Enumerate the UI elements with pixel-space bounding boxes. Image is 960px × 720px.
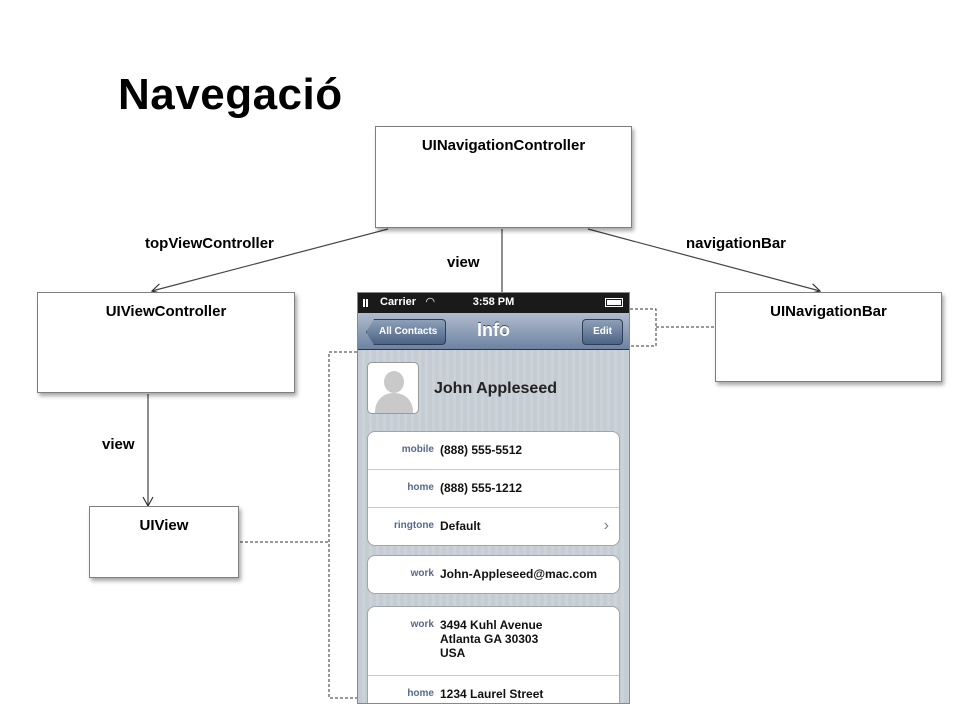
chevron-right-icon: › <box>603 517 609 534</box>
status-bar: Carrier ◠ 3:58 PM <box>358 293 629 313</box>
phone-group: work John-Appleseed@mac.com <box>367 555 620 594</box>
field-value: 1234 Laurel Street <box>440 687 544 701</box>
back-button[interactable]: All Contacts <box>366 319 447 345</box>
avatar-body <box>375 393 413 413</box>
edge-label-top-view-controller: topViewController <box>145 235 274 252</box>
dashed-bracket-navbar <box>630 308 657 347</box>
field-label: home <box>407 688 434 699</box>
list-item[interactable]: home 1234 Laurel Street <box>368 676 619 703</box>
field-value: (888) 555-5512 <box>440 443 523 457</box>
dashed-bracket-view <box>328 351 357 699</box>
edge-label-navigation-bar: navigationBar <box>686 235 787 252</box>
avatar <box>367 362 419 414</box>
phone-navigation-bar: All Contacts Info Edit <box>358 313 629 350</box>
carrier-label: Carrier <box>380 296 417 308</box>
node-uiviewcontroller: UIViewController <box>37 292 295 393</box>
field-label: work <box>410 568 434 579</box>
contact-name: John Appleseed <box>434 380 557 397</box>
edge-label-view-left: view <box>102 436 135 453</box>
signal-icon <box>363 299 377 307</box>
page-title: Navegació <box>118 70 343 119</box>
node-uiview: UIView <box>89 506 239 578</box>
list-item[interactable]: work 3494 Kuhl Avenue Atlanta GA 30303 U… <box>368 607 619 676</box>
field-label: ringtone <box>394 520 434 531</box>
field-value: (888) 555-1212 <box>440 481 523 495</box>
battery-icon <box>605 298 623 307</box>
field-value: John-Appleseed@mac.com <box>440 567 598 581</box>
field-label: work <box>410 619 434 630</box>
field-value: 3494 Kuhl Avenue Atlanta GA 30303 USA <box>440 618 543 660</box>
wifi-icon: ◠ <box>426 296 435 308</box>
phone-group: work 3494 Kuhl Avenue Atlanta GA 30303 U… <box>367 606 620 703</box>
field-label: mobile <box>401 444 434 455</box>
iphone-screenshot: Carrier ◠ 3:58 PM All Contacts Info Edit… <box>357 292 630 704</box>
node-label: UINavigationBar <box>770 303 887 320</box>
edit-button[interactable]: Edit <box>582 319 623 345</box>
list-item[interactable]: home (888) 555-1212 <box>368 470 619 508</box>
node-label: UINavigationController <box>421 137 586 154</box>
field-label: home <box>407 482 434 493</box>
node-uinavigationbar: UINavigationBar <box>715 292 942 382</box>
node-uinavigationcontroller: UINavigationController <box>375 126 632 228</box>
node-label: UIView <box>139 517 189 534</box>
edge-label-view-main: view <box>447 254 480 271</box>
avatar-head <box>384 371 404 393</box>
node-label: UIViewController <box>105 303 227 320</box>
status-time: 3:58 PM <box>472 296 515 308</box>
phone-group: mobile (888) 555-5512 home (888) 555-121… <box>367 431 620 546</box>
field-value: Default <box>440 519 481 533</box>
nav-title: Info <box>477 320 510 340</box>
list-item[interactable]: mobile (888) 555-5512 <box>368 432 619 470</box>
list-item[interactable]: work John-Appleseed@mac.com <box>368 556 619 593</box>
list-item[interactable]: ringtone Default › <box>368 508 619 545</box>
